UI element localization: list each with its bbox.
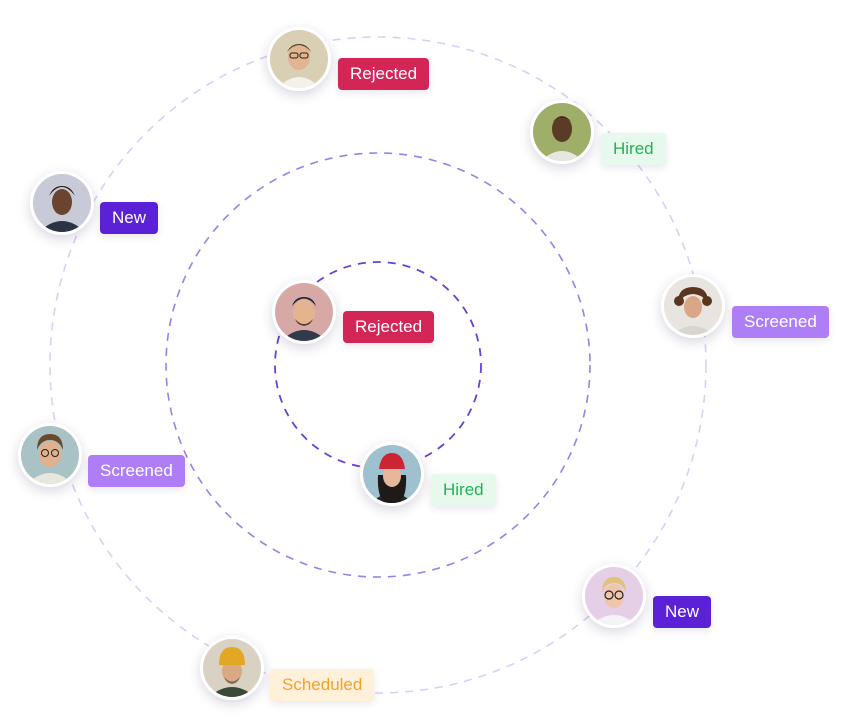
person-icon	[203, 639, 261, 697]
person-icon	[664, 277, 722, 335]
status-badge-screened: Screened	[88, 455, 185, 487]
status-badge-screened: Screened	[732, 306, 829, 338]
status-badge-scheduled: Scheduled	[270, 669, 375, 701]
status-badge-hired: Hired	[601, 133, 666, 165]
middle-orbit-ring	[165, 152, 591, 578]
person-icon	[275, 283, 333, 341]
candidate-avatar[interactable]	[661, 274, 725, 338]
outer-orbit-ring	[49, 36, 707, 694]
status-badge-new: New	[653, 596, 712, 628]
inner-orbit-ring	[274, 261, 482, 469]
candidate-avatar[interactable]	[582, 564, 646, 628]
status-badge-new: New	[100, 202, 159, 234]
candidate-avatar[interactable]	[267, 27, 331, 91]
person-icon	[270, 30, 328, 88]
status-badge-hired: Hired	[431, 474, 496, 506]
person-icon	[533, 103, 591, 161]
candidate-avatar[interactable]	[530, 100, 594, 164]
person-icon	[33, 174, 91, 232]
candidate-avatar[interactable]	[272, 280, 336, 344]
person-icon	[21, 426, 79, 484]
status-badge-rejected: Rejected	[343, 311, 435, 343]
candidate-avatar[interactable]	[200, 636, 264, 700]
person-icon	[585, 567, 643, 625]
candidate-avatar[interactable]	[18, 423, 82, 487]
candidate-avatar[interactable]	[360, 442, 424, 506]
status-badge-rejected: Rejected	[338, 58, 430, 90]
candidate-avatar[interactable]	[30, 171, 94, 235]
person-icon	[363, 445, 421, 503]
